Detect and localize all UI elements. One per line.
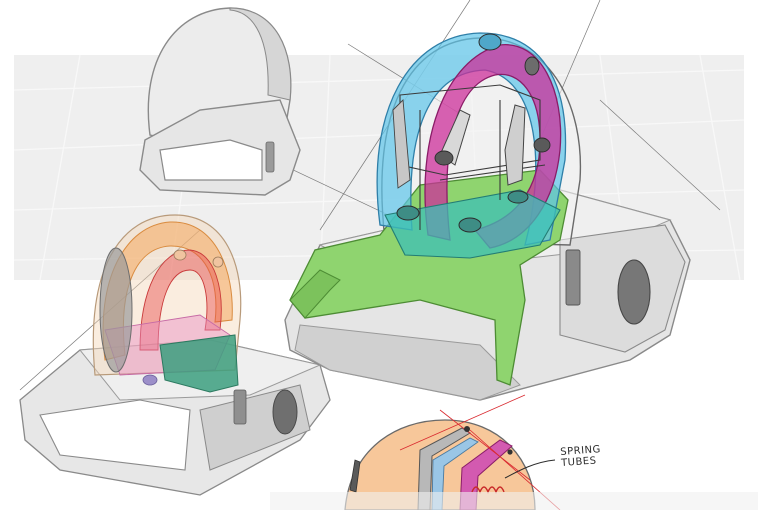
main-inner-post-left: [392, 98, 411, 189]
main-cap-upper-right: [524, 56, 540, 76]
main-slot: [565, 249, 581, 306]
main-cap-low-right: [507, 190, 529, 204]
bottom-left-orange-ring: [102, 221, 233, 361]
main-port: [617, 259, 651, 325]
top-left-opening: [159, 139, 263, 181]
main-cap-low-center: [458, 217, 482, 233]
spring-tubes-label: SPRING TUBES: [560, 444, 602, 469]
detail-leader-line: [504, 459, 556, 479]
top-left-slot: [265, 141, 275, 173]
main-blue-ring: [376, 32, 567, 246]
main-cap-mid-left: [434, 150, 454, 166]
sketch-main: [284, 32, 691, 401]
bottom-left-gray-panel: [99, 247, 133, 373]
bottom-left-red-ring: [139, 249, 222, 351]
main-base-underside: [294, 324, 521, 401]
bottom-left-opening: [39, 399, 191, 471]
top-left-dome-band: [229, 7, 292, 101]
main-green-leg-left: [289, 269, 341, 319]
bottom-left-teal-cradle: [159, 334, 239, 393]
detail-pin-top: [464, 426, 470, 432]
main-cap-low-left: [396, 205, 420, 221]
detail-dark-edge: [349, 459, 361, 493]
main-cap-top: [478, 33, 502, 51]
main-cap-mid-right: [533, 137, 551, 153]
tube-cap-icon: [173, 249, 187, 261]
bottom-left-port: [272, 389, 298, 435]
sketch-top-left: [139, 7, 301, 196]
bottom-backdrop-strip: [270, 492, 758, 510]
bottom-left-cap-2: [212, 256, 224, 268]
sketch-bottom-left: [19, 214, 331, 496]
detail-blue-band: [431, 437, 479, 510]
bottom-left-cap-3: [142, 374, 158, 386]
main-inner-blade-right: [504, 104, 526, 186]
bottom-left-slot: [233, 389, 247, 425]
detail-pin-right: [507, 449, 513, 455]
